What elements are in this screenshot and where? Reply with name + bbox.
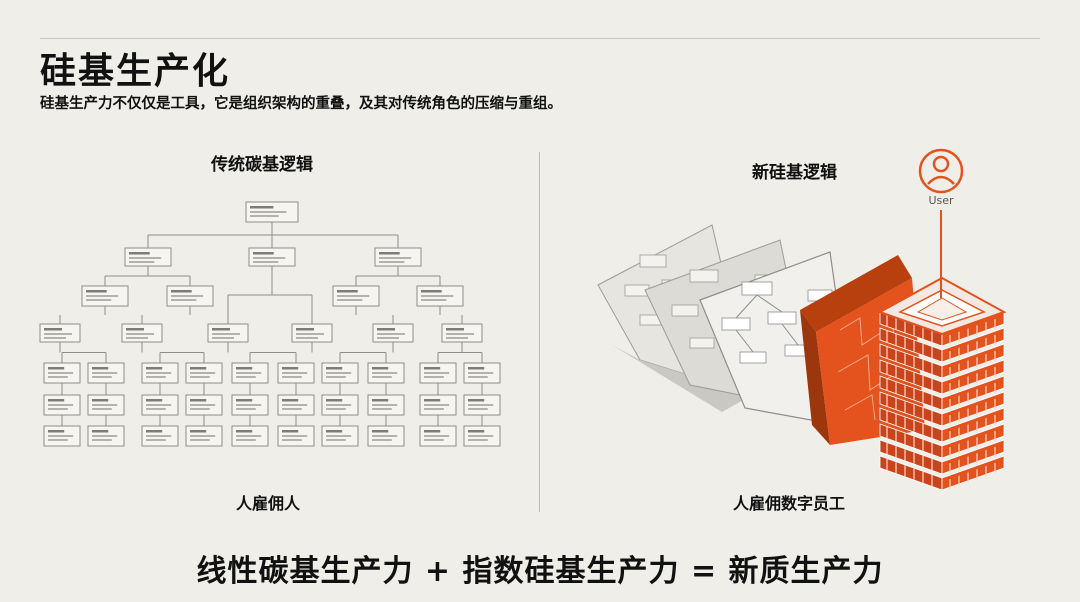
org-leaf-node	[321, 394, 359, 416]
org-leaf-node	[185, 362, 223, 384]
org-leaf-node	[463, 394, 501, 416]
org-level3-node	[372, 323, 414, 343]
top-rule	[40, 38, 1040, 39]
org-leaf-node	[43, 362, 81, 384]
org-level2-node	[332, 285, 380, 307]
org-leaf-node	[87, 362, 125, 384]
org-leaf-node	[43, 425, 81, 447]
user-label: User	[928, 194, 954, 207]
org-leaf-node	[231, 362, 269, 384]
org-root-node	[245, 201, 299, 223]
productivity-equation: 线性碳基生产力 + 指数硅基生产力 = 新质生产力	[196, 554, 884, 589]
org-level3-node	[121, 323, 163, 343]
page-title: 硅基生产化	[40, 51, 231, 92]
org-leaf-node	[277, 362, 315, 384]
silicon-layer-stack	[877, 276, 1007, 491]
org-leaf-node	[277, 425, 315, 447]
left-heading: 传统碳基逻辑	[211, 155, 313, 175]
user-icon	[918, 148, 964, 194]
org-leaf-node	[463, 425, 501, 447]
org-leaf-node	[419, 425, 457, 447]
org-level3-node	[441, 323, 483, 343]
org-level3-node	[291, 323, 333, 343]
org-leaf-node	[141, 394, 179, 416]
org-leaf-node	[419, 362, 457, 384]
org-leaf-node	[141, 362, 179, 384]
right-caption: 人雇佣数字员工	[733, 494, 846, 513]
org-level3-node	[207, 323, 249, 343]
org-level1-node	[248, 247, 296, 267]
org-leaf-node	[419, 394, 457, 416]
org-level2-node	[166, 285, 214, 307]
org-leaf-node	[141, 425, 179, 447]
org-leaf-node	[321, 425, 359, 447]
org-leaf-node	[367, 425, 405, 447]
page-subtitle: 硅基生产力不仅仅是工具，它是组织架构的重叠，及其对传统角色的压缩与重组。	[40, 96, 562, 112]
org-leaf-node	[185, 425, 223, 447]
org-level2-node	[416, 285, 464, 307]
org-leaf-node	[231, 425, 269, 447]
org-level3-node	[39, 323, 81, 343]
org-leaf-node	[87, 425, 125, 447]
org-leaf-node	[367, 362, 405, 384]
org-leaf-node	[185, 394, 223, 416]
org-leaf-node	[231, 394, 269, 416]
org-leaf-node	[321, 362, 359, 384]
org-level2-node	[81, 285, 129, 307]
org-level1-node	[124, 247, 172, 267]
org-leaf-node	[463, 362, 501, 384]
org-leaf-node	[367, 394, 405, 416]
panel-divider	[539, 152, 540, 512]
org-leaf-node	[87, 394, 125, 416]
org-leaf-node	[277, 394, 315, 416]
org-leaf-node	[43, 394, 81, 416]
org-level1-node	[374, 247, 422, 267]
right-heading: 新硅基逻辑	[752, 163, 837, 183]
left-caption: 人雇佣人	[236, 494, 301, 513]
